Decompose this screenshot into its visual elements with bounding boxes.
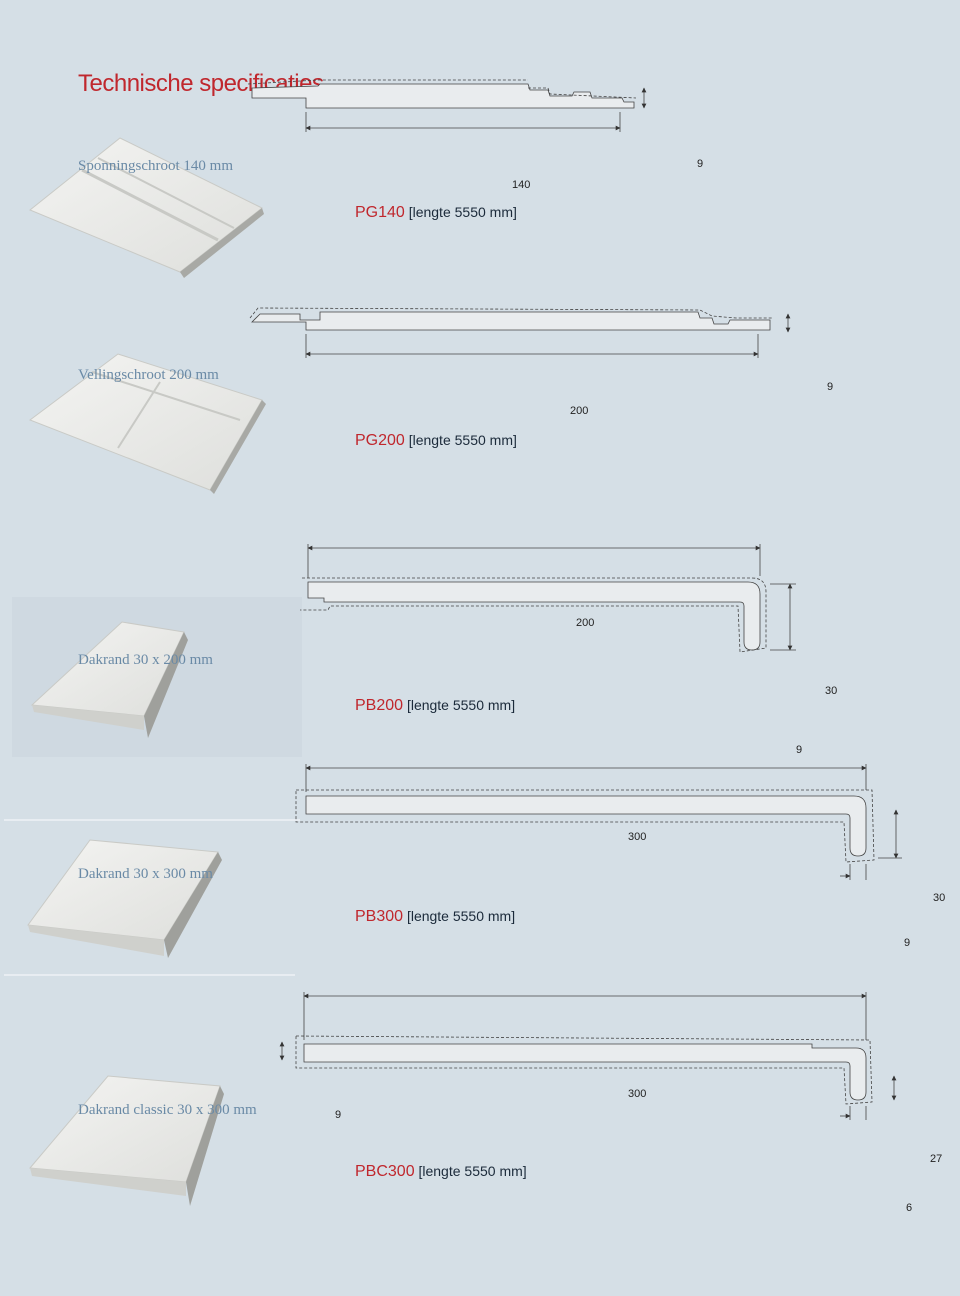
dimension-width: 300 bbox=[628, 1088, 647, 1100]
product-photo-pb300 bbox=[27, 839, 222, 958]
product-spec-pb300: PB300 [lengte 5550 mm] bbox=[355, 908, 515, 926]
product-name-pg200: Vellingschroot 200 mm bbox=[78, 367, 219, 383]
profile-drawing-pg200 bbox=[249, 307, 791, 358]
dimension-lip: 6 bbox=[906, 1202, 913, 1214]
dimension-height: 30 bbox=[825, 685, 838, 697]
product-name-pb300: Dakrand 30 x 300 mm bbox=[78, 866, 213, 882]
product-code: PG200 bbox=[355, 432, 405, 449]
product-spec-pbc300: PBC300 [lengte 5550 mm] bbox=[355, 1163, 527, 1181]
product-code: PB300 bbox=[355, 908, 404, 925]
product-spec-pb200: PB200 [lengte 5550 mm] bbox=[355, 697, 515, 715]
dimension-thickness: 9 bbox=[335, 1109, 342, 1121]
product-length: [lengte 5550 mm] bbox=[418, 1163, 527, 1179]
product-name-pb200: Dakrand 30 x 200 mm bbox=[78, 652, 213, 668]
profile-drawing-pb300 bbox=[295, 764, 902, 880]
dimension-thickness: 9 bbox=[796, 744, 803, 756]
product-code: PB200 bbox=[355, 697, 404, 714]
profile-drawing-pg140 bbox=[247, 79, 647, 132]
product-code: PG140 bbox=[355, 204, 405, 221]
product-photo-pg140 bbox=[29, 137, 264, 278]
dimension-width: 140 bbox=[512, 179, 531, 191]
product-photo-pbc300 bbox=[28, 1075, 224, 1206]
product-length: [lengte 5550 mm] bbox=[408, 432, 517, 448]
product-spec-pg140: PG140 [lengte 5550 mm] bbox=[355, 204, 517, 222]
product-length: [lengte 5550 mm] bbox=[406, 697, 516, 713]
dimension-thickness: 9 bbox=[697, 158, 704, 170]
dimension-width: 300 bbox=[628, 831, 647, 843]
product-name-pbc300: Dakrand classic 30 x 300 mm bbox=[78, 1102, 257, 1118]
dimension-width: 200 bbox=[570, 405, 589, 417]
product-code: PBC300 bbox=[355, 1163, 415, 1180]
dimension-thickness: 9 bbox=[827, 381, 834, 393]
dimension-height: 30 bbox=[933, 892, 946, 904]
dimension-height: 27 bbox=[930, 1153, 943, 1165]
product-length: [lengte 5550 mm] bbox=[408, 204, 517, 220]
profile-drawing-pb200 bbox=[300, 544, 796, 653]
dimension-thickness: 9 bbox=[904, 937, 911, 949]
product-length: [lengte 5550 mm] bbox=[406, 908, 516, 924]
product-photo-pg200 bbox=[28, 353, 266, 494]
product-spec-pg200: PG200 [lengte 5550 mm] bbox=[355, 432, 517, 450]
profile-drawing-pbc300 bbox=[279, 992, 897, 1120]
product-name-pg140: Sponningschroot 140 mm bbox=[78, 158, 234, 174]
dimension-width: 200 bbox=[576, 617, 595, 629]
product-photo-pb200 bbox=[30, 621, 188, 738]
